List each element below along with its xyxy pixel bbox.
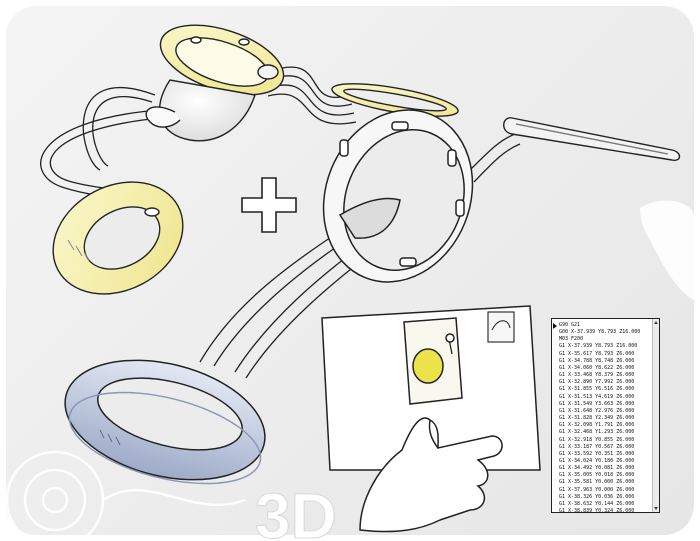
gcode-line: G1 X-35.617 Y8.793 Z6.000 (559, 350, 635, 357)
gcode-line: G00 X-37.939 Y8.793 Z16.000 (559, 329, 641, 336)
yellow-pod (145, 24, 285, 142)
gcode-line: G1 X-31.549 Y3.663 Z6.000 (559, 400, 635, 407)
scroll-up-icon[interactable] (654, 321, 658, 324)
gcode-line: G1 X-33.187 Y0.567 Z6.000 (559, 443, 635, 450)
gcode-line: G1 X-34.024 Y0.180 Z6.000 (559, 457, 635, 464)
gcode-scrollbar[interactable] (652, 319, 659, 512)
gcode-line: G1 X-38.632 Y0.144 Z6.000 (559, 500, 635, 507)
yellow-ring (52, 181, 184, 295)
gcode-line: G1 X-34.788 Y8.748 Z6.000 (559, 357, 635, 364)
gcode-line: G1 X-31.648 Y2.976 Z6.000 (559, 407, 635, 414)
gcode-line: G1 X-32.918 Y0.855 Z6.000 (559, 436, 635, 443)
bird-silhouette (640, 200, 694, 300)
gcode-line: G1 X-33.468 Y8.379 Z6.000 (559, 372, 635, 379)
gcode-line: G1 X-31.855 Y6.516 Z6.000 (559, 386, 635, 393)
handle (503, 117, 681, 161)
blue-ring (64, 359, 266, 485)
hand (359, 417, 503, 533)
gcode-line: G1 X-38.839 Y0.324 Z6.000 (559, 508, 635, 513)
gcode-line: G90 G21 (559, 322, 581, 328)
gcode-line: G1 X-34.060 Y8.622 Z6.000 (559, 364, 635, 371)
grey-disc (322, 109, 474, 283)
gcode-line: G1 X-32.468 Y1.293 Z6.000 (559, 429, 635, 436)
gcode-line: G1 X-34.492 Y0.081 Z6.000 (559, 465, 635, 472)
plus-sign (241, 177, 297, 233)
swirl-decoration (5, 450, 246, 541)
gcode-line: G1 X-31.513 Y4.619 Z6.000 (559, 393, 635, 400)
gcode-line: G1 X-32.890 Y7.992 Z6.000 (559, 379, 635, 386)
watermark-3d: 3D (255, 480, 337, 541)
gcode-line: G1 X-37.963 Y0.000 Z6.000 (559, 486, 635, 493)
gcode-line: G1 X-35.581 Y0.000 Z6.000 (559, 479, 635, 486)
gcode-line: G1 X-31.828 Y2.349 Z6.000 (559, 415, 635, 422)
gcode-line: G1 X-33.592 Y0.351 Z6.000 (559, 450, 635, 457)
gcode-line: G1 X-38.326 Y0.036 Z6.000 (559, 493, 635, 500)
scroll-down-icon[interactable] (654, 507, 658, 510)
play-marker-icon (553, 323, 557, 329)
gcode-line: G1 X-35.005 Y0.018 Z6.000 (559, 472, 635, 479)
gcode-line: G1 X-32.098 Y1.791 Z6.000 (559, 422, 635, 429)
paper-card (321, 305, 541, 471)
gcode-line: G1 X-37.939 Y8.793 Z16.000 (559, 343, 638, 350)
gcode-line: M03 F200 (559, 336, 584, 343)
